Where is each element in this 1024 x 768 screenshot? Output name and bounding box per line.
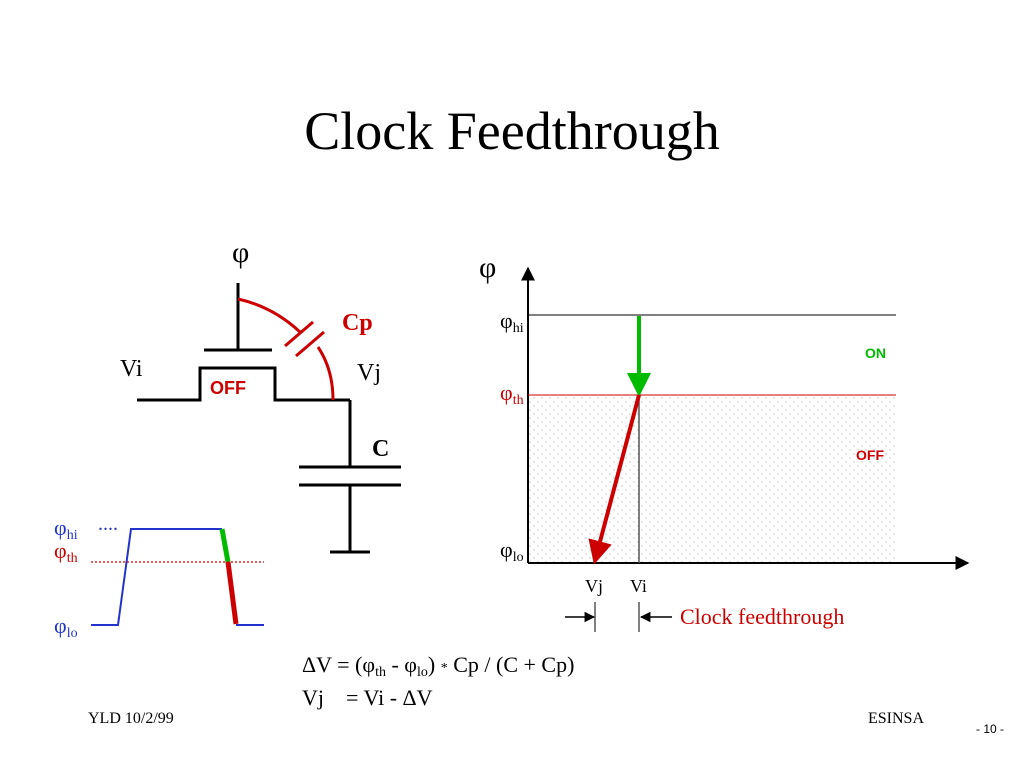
formulas: ΔV = (φth - φlo) * Cp / (C + Cp) Vj = Vi… <box>302 652 574 710</box>
page-number: - 10 - <box>976 722 1005 736</box>
parasitic-plate-1 <box>284 320 314 348</box>
x-tick-vi: Vi <box>630 576 647 596</box>
waveform-phi-th-label: φth <box>54 538 78 566</box>
off-region-label: OFF <box>856 447 884 463</box>
transfer-graph: φ φhi φth φlo ON OFF Vj Vi Clock feedthr… <box>479 251 970 632</box>
graph-phi-lo-label: φlo <box>500 537 524 565</box>
load-cap-label: C <box>372 436 389 462</box>
formula-vj-rhs: = Vi - ΔV <box>346 685 433 710</box>
circuit: φ Cp Vi Vj OFF C <box>120 236 401 554</box>
off-region-fill <box>528 395 896 563</box>
slide-title: Clock Feedthrough <box>304 101 720 161</box>
waveform-green-segment <box>219 528 231 563</box>
waveform-red-segment <box>225 561 239 625</box>
waveform-phi-hi-label: φhi <box>54 515 78 543</box>
transistor-channel <box>137 366 350 402</box>
formula-vj-lhs: Vj <box>302 685 324 710</box>
red-arrow <box>588 394 641 565</box>
on-region-label: ON <box>865 345 886 361</box>
gate-phi-label: φ <box>232 236 249 269</box>
switch-off-label: OFF <box>210 378 246 398</box>
graph-phi-th-label: φth <box>500 380 524 408</box>
waveform-blue-trace <box>91 528 222 626</box>
parasitic-wire-top <box>237 297 302 334</box>
graph-phi-hi-label: φhi <box>500 308 524 336</box>
graph-y-axis-phi: φ <box>479 251 496 284</box>
footer-right: ESINSA <box>868 710 925 727</box>
formula-delta-v: ΔV = (φth - φlo) * Cp / (C + Cp) <box>302 652 574 680</box>
waveform-dots: .... <box>98 513 118 535</box>
footer-left: YLD 10/2/99 <box>88 710 174 727</box>
x-tick-vj: Vj <box>585 576 603 596</box>
waveform-phi-lo-label: φlo <box>54 613 78 641</box>
vj-label: Vj <box>357 360 381 386</box>
vi-label: Vi <box>120 356 143 382</box>
parasitic-wire-bottom <box>316 346 335 401</box>
clock-feedthrough-annotation: Clock feedthrough <box>680 604 844 629</box>
clock-waveform: φhi .... φth φlo <box>54 513 264 641</box>
cp-label: Cp <box>342 310 373 336</box>
parasitic-plate-2 <box>295 330 325 358</box>
